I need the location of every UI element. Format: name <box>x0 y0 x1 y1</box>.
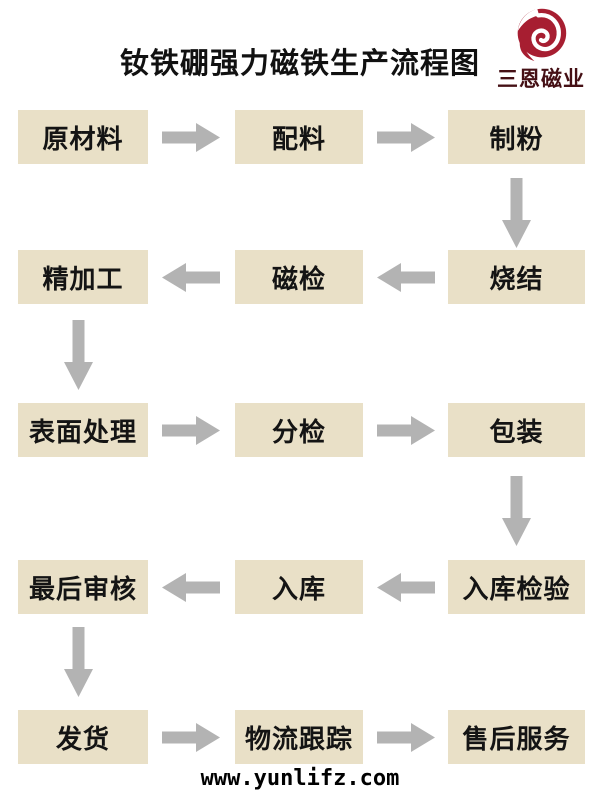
flow-step-final-review: 最后审核 <box>18 560 148 614</box>
flow-step-logistics-tracking: 物流跟踪 <box>235 710 363 764</box>
flow-step-fine-machining: 精加工 <box>18 250 148 304</box>
flow-step-warehousing: 入库 <box>235 560 363 614</box>
arrow-down-icon <box>502 476 531 546</box>
arrow-down-icon <box>64 320 93 390</box>
flow-step-sorting-inspection: 分检 <box>235 403 363 457</box>
watermark-url: www.yunlifz.com <box>200 766 400 791</box>
arrow-right-icon <box>377 723 435 752</box>
flow-step-packaging: 包装 <box>448 403 585 457</box>
flow-step-powder-making: 制粉 <box>448 110 585 164</box>
flow-step-sintering: 烧结 <box>448 250 585 304</box>
arrow-left-icon <box>162 263 220 292</box>
company-name: 三恩磁业 <box>497 68 585 91</box>
page-title: 钕铁硼强力磁铁生产流程图 <box>119 48 480 80</box>
flow-step-raw-material: 原材料 <box>18 110 148 164</box>
flow-step-after-sales-service: 售后服务 <box>448 710 585 764</box>
company-logo: 三恩磁业 <box>494 6 588 93</box>
arrow-right-icon <box>377 416 435 445</box>
flow-step-magnetic-inspection: 磁检 <box>235 250 363 304</box>
arrow-right-icon <box>162 723 220 752</box>
flow-step-warehouse-inspection: 入库检验 <box>448 560 585 614</box>
arrow-right-icon <box>162 416 220 445</box>
flow-step-shipping: 发货 <box>18 710 148 764</box>
arrow-left-icon <box>377 573 435 602</box>
flow-step-surface-treatment: 表面处理 <box>18 403 148 457</box>
flow-step-batching: 配料 <box>235 110 363 164</box>
arrow-right-icon <box>162 123 220 152</box>
arrow-right-icon <box>377 123 435 152</box>
arrow-left-icon <box>377 263 435 292</box>
arrow-down-icon <box>64 627 93 697</box>
red-swirl-logo-icon <box>494 6 588 62</box>
arrow-down-icon <box>502 178 531 248</box>
arrow-left-icon <box>162 573 220 602</box>
